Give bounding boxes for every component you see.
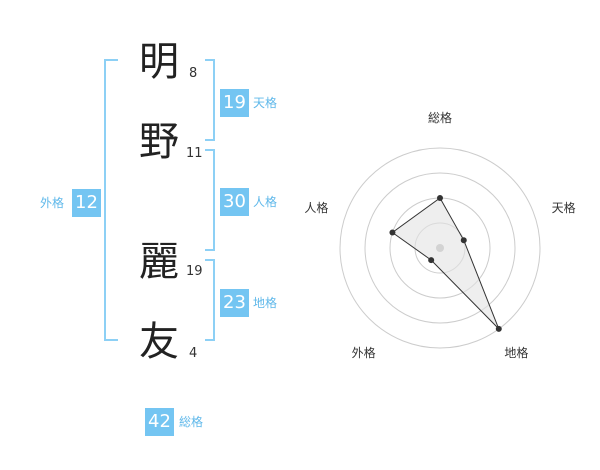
stroke-count-1: 8 (189, 66, 198, 81)
name-char-4: 友 (139, 319, 179, 365)
radar-grid-ring (339, 147, 541, 349)
radar-point (437, 195, 443, 201)
chikaku-bracket (205, 259, 215, 341)
name-char-1: 明 (139, 39, 179, 85)
name-char-3: 麗 (139, 239, 179, 285)
gaikaku-label: 外格 (40, 196, 65, 210)
radar-series-area (391, 197, 500, 330)
stroke-count-3: 19 (186, 264, 203, 279)
radar-axis-label: 総格 (428, 110, 452, 125)
radar-grid-ring (364, 172, 516, 324)
gaikaku-value-badge: 12 (72, 189, 101, 217)
tenkaku-label: 天格 (253, 96, 278, 110)
name-char-2: 野 (139, 119, 179, 165)
radar-point (460, 237, 467, 244)
soukaku-label: 総格 (179, 415, 204, 429)
jinkaku-value-badge: 30 (220, 188, 249, 216)
chikaku-value-badge: 23 (220, 289, 249, 317)
radar-point (389, 229, 396, 236)
tenkaku-value-badge: 19 (220, 89, 249, 117)
tenkaku-bracket (205, 59, 215, 141)
radar-point (428, 257, 435, 264)
chikaku-label: 地格 (253, 296, 278, 310)
jinkaku-bracket (205, 149, 215, 251)
radar-point (495, 325, 502, 332)
radar-axis-label: 外格 (352, 345, 376, 360)
radar-axis-label: 人格 (304, 200, 328, 215)
radar-axis-label: 地格 (504, 345, 528, 360)
jinkaku-label: 人格 (253, 195, 278, 209)
radar-axis-label: 天格 (552, 200, 576, 215)
stroke-count-2: 11 (186, 146, 203, 161)
gaikaku-bracket (104, 59, 118, 341)
soukaku-value-badge: 42 (145, 408, 174, 436)
stroke-count-4: 4 (189, 346, 198, 361)
